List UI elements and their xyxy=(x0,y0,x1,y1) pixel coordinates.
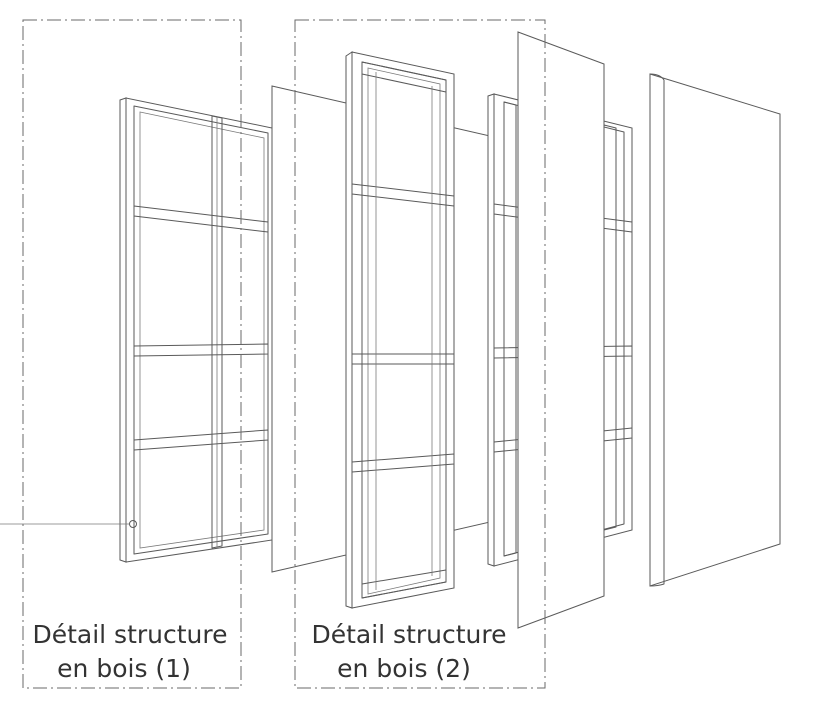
detail-box-1 xyxy=(22,19,242,689)
timber-frame-2 xyxy=(345,51,455,609)
cladding-panel-5 xyxy=(649,73,781,587)
timber-frame-1 xyxy=(119,97,273,563)
detail-2-label-line1: Détail structure xyxy=(311,620,506,649)
sheet-panel-4 xyxy=(517,31,605,629)
detail-1-label-line2: en bois (1) xyxy=(57,654,191,683)
detail-1-label-line1: Détail structure xyxy=(32,620,227,649)
detail-box-2 xyxy=(294,19,546,689)
detail-2-label-line2: en bois (2) xyxy=(337,654,471,683)
